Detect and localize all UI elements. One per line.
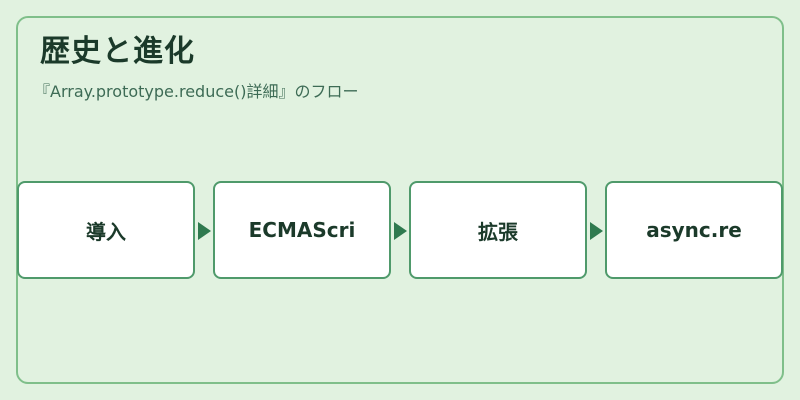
flow-arrow-3 [590, 222, 603, 240]
flow-step-extension: 拡張 [409, 181, 587, 279]
diagram-title: 歴史と進化 [40, 34, 195, 69]
diagram-subtitle: 『Array.prototype.reduce()詳細』のフロー [34, 82, 359, 101]
flow-arrow-1 [198, 222, 211, 240]
flow-arrow-2 [394, 222, 407, 240]
flow-step-async: async.re [605, 181, 783, 279]
flow-step-intro: 導入 [17, 181, 195, 279]
flow-step-ecmascript: ECMAScri [213, 181, 391, 279]
